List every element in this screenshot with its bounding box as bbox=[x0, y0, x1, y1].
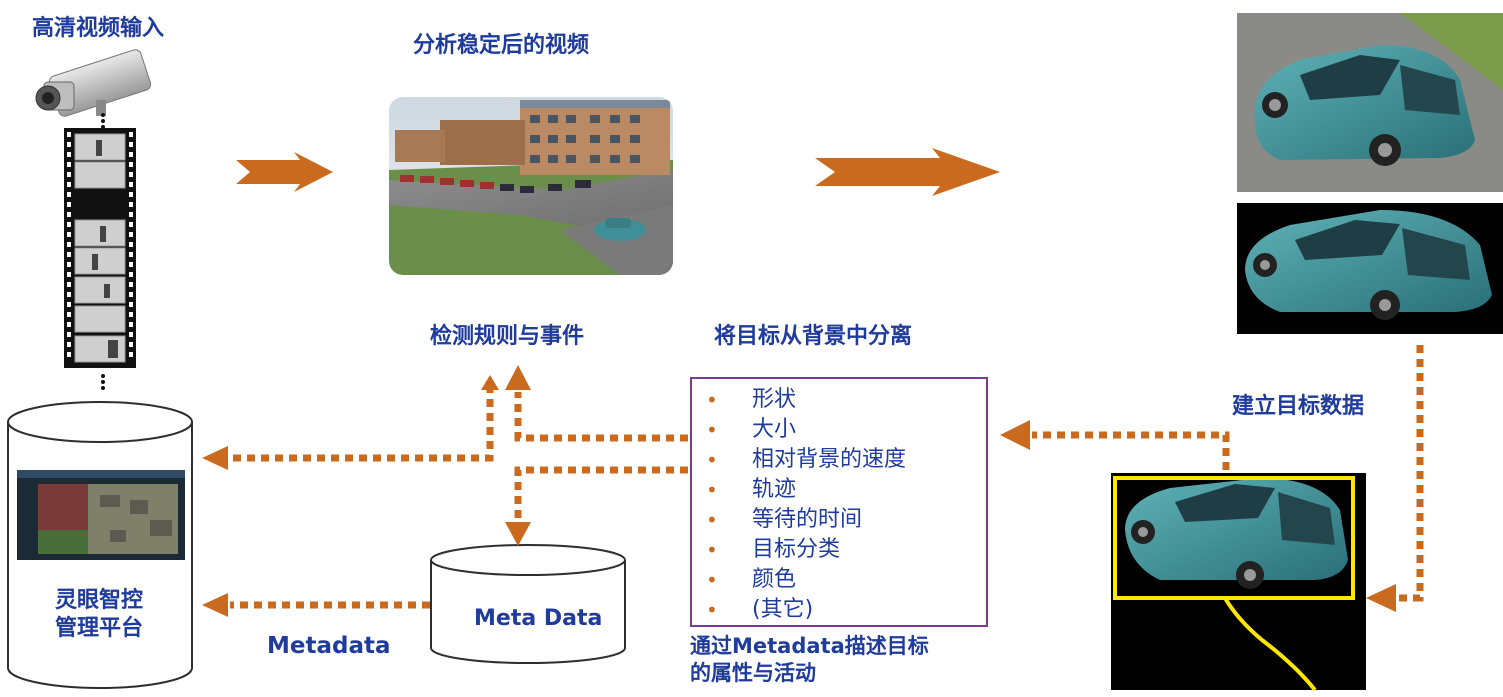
tracking-box bbox=[1113, 476, 1355, 600]
separate-target-background-label: 将目标从背景中分离 bbox=[714, 324, 913, 349]
attribute-item: •目标分类 bbox=[706, 537, 841, 562]
car-segmented bbox=[1237, 203, 1503, 334]
scene-photo bbox=[389, 97, 673, 275]
attribute-list-box: •形状 •大小 •相对背景的速度 •轨迹 •等待的时间 •目标分类 •颜色 •(… bbox=[690, 377, 988, 627]
build-target-data-label: 建立目标数据 bbox=[1232, 394, 1365, 419]
attribute-item: •大小 bbox=[706, 417, 797, 442]
flow-arrow-1 bbox=[236, 152, 333, 192]
detect-rules-events-label: 检测规则与事件 bbox=[430, 324, 585, 349]
platform-label-line2: 管理平台 bbox=[55, 616, 144, 641]
meta-database-icon bbox=[430, 544, 626, 664]
platform-label-line1: 灵眼智控 bbox=[55, 588, 144, 613]
platform-database-icon bbox=[7, 401, 193, 689]
attribute-item: •等待的时间 bbox=[706, 507, 863, 532]
car-tracked bbox=[1111, 473, 1366, 692]
analyze-stable-video-label: 分析稳定后的视频 bbox=[413, 33, 590, 58]
metadata-label: Metadata bbox=[267, 633, 391, 659]
attribute-item: •(其它) bbox=[706, 597, 814, 622]
describe-label-line2: 的属性与活动 bbox=[690, 661, 816, 685]
attribute-item: •颜色 bbox=[706, 567, 797, 592]
attribute-item: •轨迹 bbox=[706, 477, 797, 502]
hd-video-input-label: 高清视频输入 bbox=[32, 16, 165, 41]
flow-arrow-2 bbox=[815, 148, 1000, 196]
car-photo bbox=[1237, 13, 1503, 192]
attribute-item: •相对背景的速度 bbox=[706, 447, 907, 472]
connectors bbox=[230, 345, 1424, 609]
describe-label-line1: 通过Metadata描述目标 bbox=[690, 634, 929, 658]
attribute-item: •形状 bbox=[706, 387, 797, 412]
camera-icon bbox=[35, 49, 152, 117]
film-strip-icon bbox=[64, 128, 136, 368]
meta-data-label: Meta Data bbox=[474, 606, 603, 631]
arrowheads bbox=[202, 365, 1396, 617]
